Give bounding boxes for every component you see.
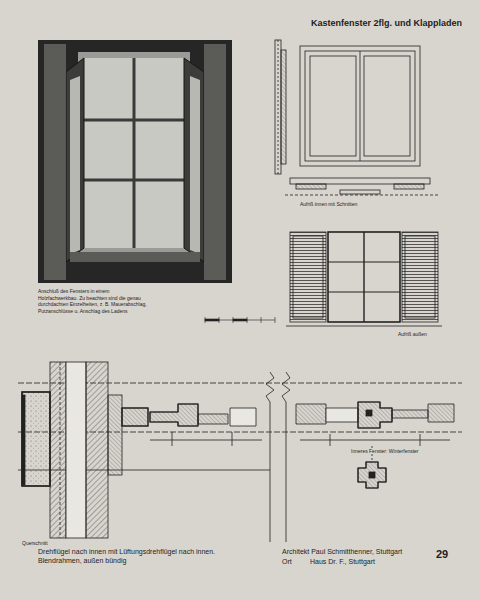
scale-bar	[205, 317, 275, 323]
place-key: Ort	[282, 558, 292, 566]
window-photo	[38, 40, 232, 283]
place-credit: Haus Dr. F., Stuttgart	[310, 558, 375, 566]
view-label: Aufriß außen	[398, 331, 427, 337]
section-label: Inneres Fenster: Winterfenster	[350, 448, 420, 454]
window-section	[18, 362, 462, 542]
description-note: Drehflügel nach innen mit Lüftungsdrehfl…	[38, 548, 238, 566]
inner-elevation	[275, 40, 440, 195]
photo-caption: Anschluß des Fensters in einem Holzfachw…	[38, 288, 148, 314]
page-number: 29	[436, 548, 448, 561]
view-label: Aufriß innen mit Schnitten	[300, 201, 357, 207]
page-title: Kastenfenster 2flg. und Klappladen	[311, 18, 462, 29]
section-label: Querschnitt	[22, 540, 48, 546]
outer-elevation	[286, 232, 442, 326]
architect-credit: Architekt Paul Schmitthenner, Stuttgart	[282, 548, 402, 556]
